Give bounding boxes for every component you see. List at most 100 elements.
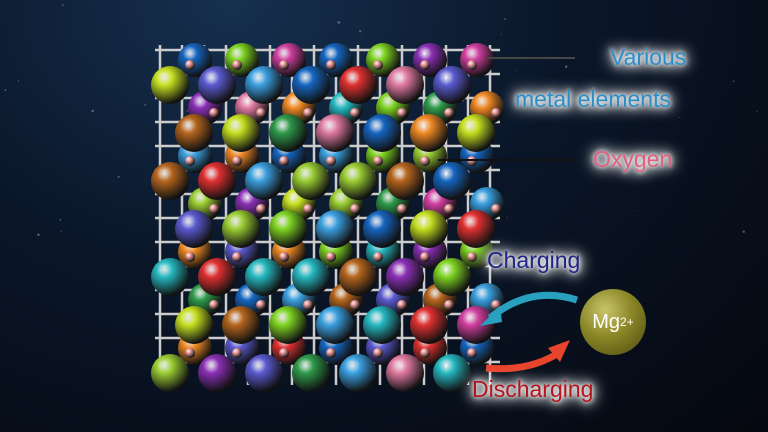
oxygen-atom	[350, 204, 360, 214]
metal-atom	[316, 306, 354, 344]
oxygen-label: Oxygen	[593, 146, 673, 172]
star	[564, 65, 568, 68]
star	[186, 109, 189, 112]
oxygen-atom	[467, 252, 477, 262]
charging-label: Charging	[487, 247, 581, 273]
star	[515, 69, 517, 71]
oxygen-atom	[326, 252, 336, 262]
metal-atom	[433, 162, 471, 200]
oxygen-atom	[256, 108, 266, 118]
metal-atom	[222, 306, 260, 344]
metal-atom	[198, 354, 236, 392]
metal-atom	[292, 66, 330, 104]
metal-atom	[363, 114, 401, 152]
oxygen-atom	[467, 60, 477, 70]
star	[359, 30, 362, 33]
oxygen-atom	[279, 60, 289, 70]
star	[637, 41, 639, 43]
metal-atom	[245, 258, 283, 296]
metal-atom	[433, 66, 471, 104]
oxygen-atom	[256, 300, 266, 310]
star	[60, 231, 62, 233]
star	[506, 216, 508, 218]
star	[678, 117, 680, 119]
metal-atom	[269, 306, 307, 344]
metal-atom	[410, 210, 448, 248]
metal-atom	[410, 306, 448, 344]
oxygen-atom	[326, 348, 336, 358]
oxygen-atom	[420, 60, 430, 70]
oxygen-atom	[444, 108, 454, 118]
metal-atom	[316, 210, 354, 248]
oxygen-atom	[420, 348, 430, 358]
discharging-arrow	[485, 349, 562, 373]
metal-atom	[151, 354, 189, 392]
oxygen-atom	[303, 300, 313, 310]
oxygen-atom	[420, 156, 430, 166]
star	[345, 22, 347, 23]
oxygen-atom	[279, 156, 289, 166]
star	[732, 80, 735, 82]
metal-atom	[386, 162, 424, 200]
star	[17, 80, 20, 82]
oxygen-atom	[209, 108, 219, 118]
metal-atom	[292, 162, 330, 200]
oxygen-atom	[373, 60, 383, 70]
oxygen-atom	[491, 204, 501, 214]
oxygen-atom	[373, 156, 383, 166]
star	[61, 4, 64, 7]
metal-atom	[269, 210, 307, 248]
metal-atom	[245, 162, 283, 200]
discharging-arrowhead	[548, 340, 570, 362]
star	[337, 21, 341, 24]
oxygen-atom	[491, 108, 501, 118]
metal-atom	[151, 162, 189, 200]
metal-atom	[433, 258, 471, 296]
oxygen-atom	[209, 300, 219, 310]
metal-atom	[222, 114, 260, 152]
oxygen-atom	[467, 348, 477, 358]
metal-atom	[363, 210, 401, 248]
metal-atom	[386, 66, 424, 104]
oxygen-atom	[256, 204, 266, 214]
various-label: Various	[610, 44, 687, 70]
metal-atom	[386, 258, 424, 296]
oxygen-atom	[420, 252, 430, 262]
oxygen-atom	[397, 108, 407, 118]
star	[117, 175, 120, 178]
oxygen-atom	[373, 252, 383, 262]
oxygen-atom	[326, 156, 336, 166]
metal-atom	[175, 114, 213, 152]
metal-atom	[245, 66, 283, 104]
metal-atom	[339, 66, 377, 104]
star	[637, 210, 639, 212]
ion-charge: 2+	[620, 315, 634, 329]
oxygen-atom	[326, 60, 336, 70]
metal-atom	[339, 258, 377, 296]
charging-arrowhead	[480, 306, 502, 326]
ion-symbol: Mg	[592, 310, 621, 333]
metal-atom	[151, 66, 189, 104]
oxygen-atom	[185, 156, 195, 166]
oxygen-atom	[232, 348, 242, 358]
lattice-atoms	[151, 43, 504, 392]
metal-atom	[151, 258, 189, 296]
metal-atom	[222, 210, 260, 248]
oxygen-atom	[373, 348, 383, 358]
star	[592, 87, 595, 89]
oxygen-atom	[185, 252, 195, 262]
oxygen-atom	[185, 60, 195, 70]
metal-atom	[198, 162, 236, 200]
oxygen-atom	[397, 300, 407, 310]
metal-atom	[292, 258, 330, 296]
oxygen-atom	[444, 300, 454, 310]
metal-atom	[339, 162, 377, 200]
discharging-label: Discharging	[472, 376, 594, 402]
oxygen-atom	[444, 204, 454, 214]
oxygen-atom	[185, 348, 195, 358]
oxygen-atom	[350, 108, 360, 118]
metal-atom	[457, 306, 495, 344]
star	[4, 89, 7, 91]
